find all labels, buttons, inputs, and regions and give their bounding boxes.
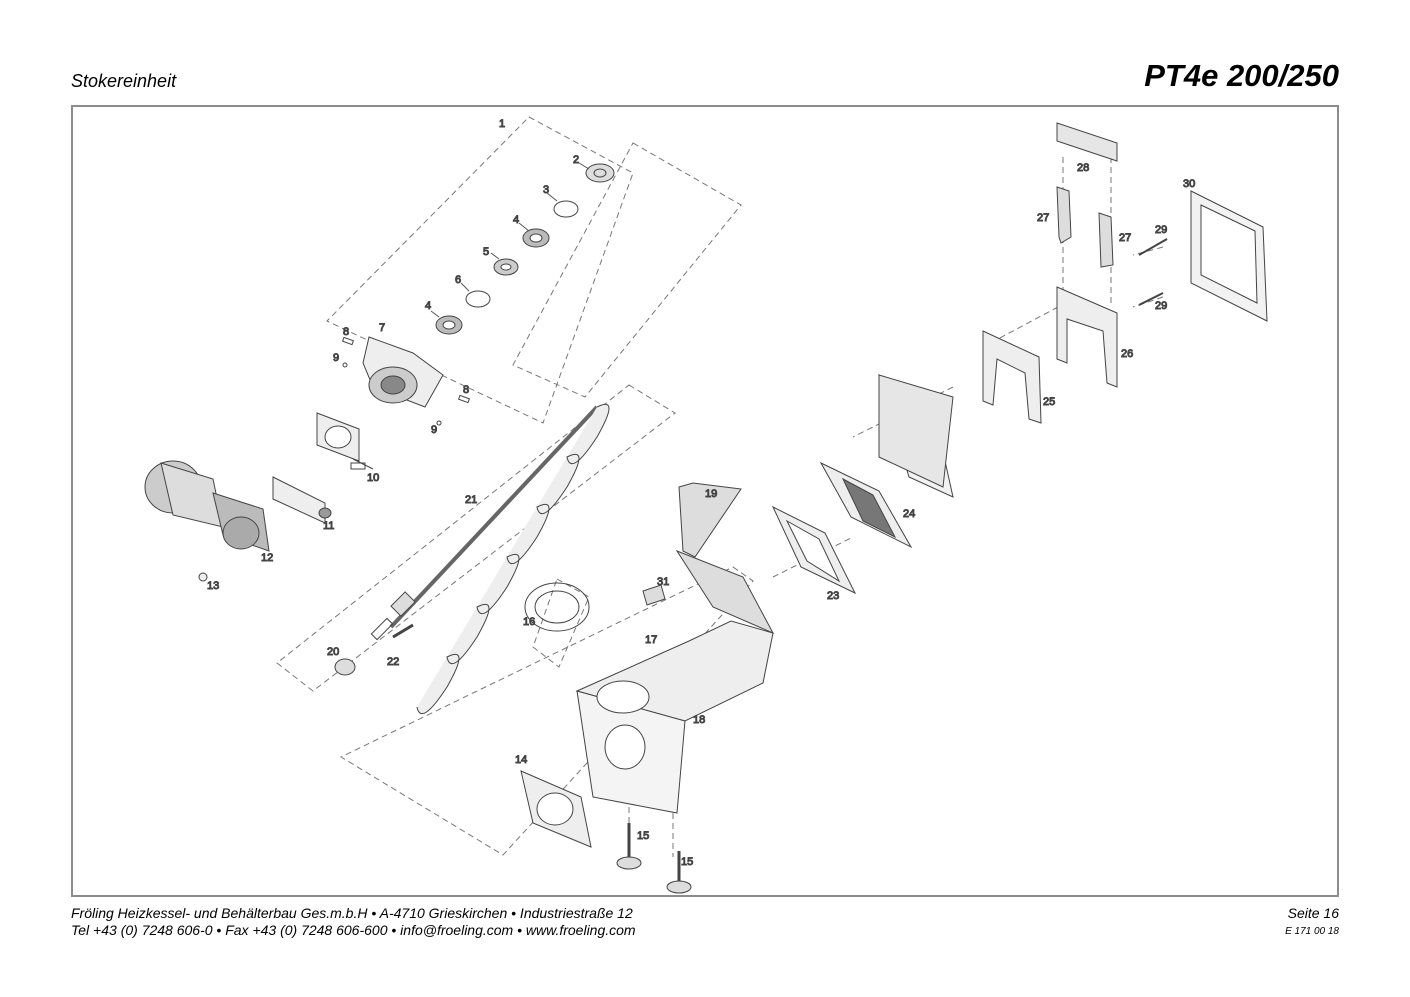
part-21-auger: [370, 403, 610, 715]
leader-lines: [430, 162, 590, 318]
part-26-bracket: [1056, 286, 1118, 388]
part-label-2: 2: [573, 154, 579, 166]
part-label-3: 3: [543, 184, 549, 196]
group-gasket-outline: [532, 578, 590, 668]
part-label-17: 17: [645, 634, 657, 646]
part-label-26: 26: [1121, 348, 1133, 360]
part-label-22: 22: [387, 656, 399, 668]
part-labels: 1 2 3 4 5 6 4 7 8 9 8 9 10 11 12 13 21 2…: [207, 118, 1196, 869]
part-23-gasket: [771, 505, 857, 595]
part-5-bore: [500, 263, 512, 271]
part-2-shape: [585, 163, 615, 183]
part-19-cover: [678, 482, 742, 558]
part-label-4b: 4: [425, 300, 431, 312]
part-label-13: 13: [207, 580, 219, 592]
part-12-motor: [144, 460, 270, 582]
part-label-14: 14: [515, 754, 527, 766]
part-27-strips: [1056, 186, 1114, 268]
part-label-12: 12: [261, 552, 273, 564]
group-1b-outline: [512, 142, 742, 398]
part-20-bushing: [334, 658, 356, 676]
part-22-key: [392, 623, 414, 639]
part-label-24: 24: [903, 508, 915, 520]
part-label-9a: 9: [333, 352, 339, 364]
group-base-outline: [339, 566, 754, 856]
part-label-20: 20: [327, 646, 339, 658]
page-number: Seite 16: [1287, 905, 1339, 921]
part-6-shape: [465, 290, 491, 308]
part-label-5: 5: [483, 246, 489, 258]
part-label-27b: 27: [1119, 232, 1131, 244]
bearing-parts: [435, 163, 615, 335]
part-label-10: 10: [367, 472, 379, 484]
section-title: Stokereinheit: [71, 71, 177, 91]
part-label-21: 21: [465, 494, 477, 506]
part-label-4a: 4: [513, 214, 519, 226]
part-2-bore: [593, 168, 607, 178]
group-screw-outline: [276, 384, 676, 692]
part-label-7: 7: [379, 322, 385, 334]
part-label-27a: 27: [1037, 212, 1049, 224]
part-16-gasket: [524, 582, 590, 632]
part-label-15b: 15: [681, 856, 693, 868]
part-3-shape: [553, 200, 579, 218]
part-label-29a: 29: [1155, 224, 1167, 236]
part-label-16: 16: [523, 616, 535, 628]
document-code: E 171 00 18: [1285, 926, 1339, 937]
part-4a-bore: [529, 233, 543, 243]
part-label-8a: 8: [343, 326, 349, 338]
part-label-18: 18: [693, 714, 705, 726]
part-29-bolts: [1138, 238, 1168, 306]
exploded-view-diagram: 1 2 3 4 5 6 4 7 8 9 8 9 10 11 12 13 21 2…: [144, 116, 1268, 894]
part-25-frame: [982, 330, 1042, 424]
part-11-plate: [272, 476, 332, 524]
part-14-flange: [520, 770, 592, 848]
group-1-outline: [326, 116, 634, 424]
part-label-29b: 29: [1155, 300, 1167, 312]
part-label-11: 11: [323, 520, 334, 532]
part-label-1: 1: [499, 118, 505, 130]
part-label-25: 25: [1043, 396, 1055, 408]
axis-line-6: [1132, 296, 1164, 308]
part-24-chute: [819, 373, 954, 549]
part-label-31: 31: [657, 576, 669, 588]
part-18-trough: [575, 549, 775, 814]
part-label-19: 19: [705, 488, 717, 500]
part-label-6: 6: [455, 274, 461, 286]
part-30-plate: [1190, 190, 1268, 322]
part-10-flange: [316, 412, 374, 470]
part-label-30: 30: [1183, 178, 1195, 190]
part-28-bar: [1056, 122, 1118, 162]
part-label-8b: 8: [463, 384, 469, 396]
part-15-feet: [616, 823, 692, 894]
footer-contact: Tel +43 (0) 7248 606-0 • Fax +43 (0) 724…: [71, 922, 636, 938]
footer-address: Fröling Heizkessel- und Behälterbau Ges.…: [71, 905, 633, 921]
diagram-frame: 1 2 3 4 5 6 4 7 8 9 8 9 10 11 12 13 21 2…: [71, 105, 1339, 897]
part-4b-bore: [442, 320, 456, 330]
part-label-9b: 9: [431, 424, 437, 436]
model-title: PT4e 200/250: [1144, 58, 1339, 93]
part-label-28: 28: [1077, 162, 1089, 174]
part-label-15a: 15: [637, 830, 649, 842]
part-31-clip: [642, 584, 666, 606]
part-label-23: 23: [827, 590, 839, 602]
part-7-housing: [341, 336, 471, 426]
